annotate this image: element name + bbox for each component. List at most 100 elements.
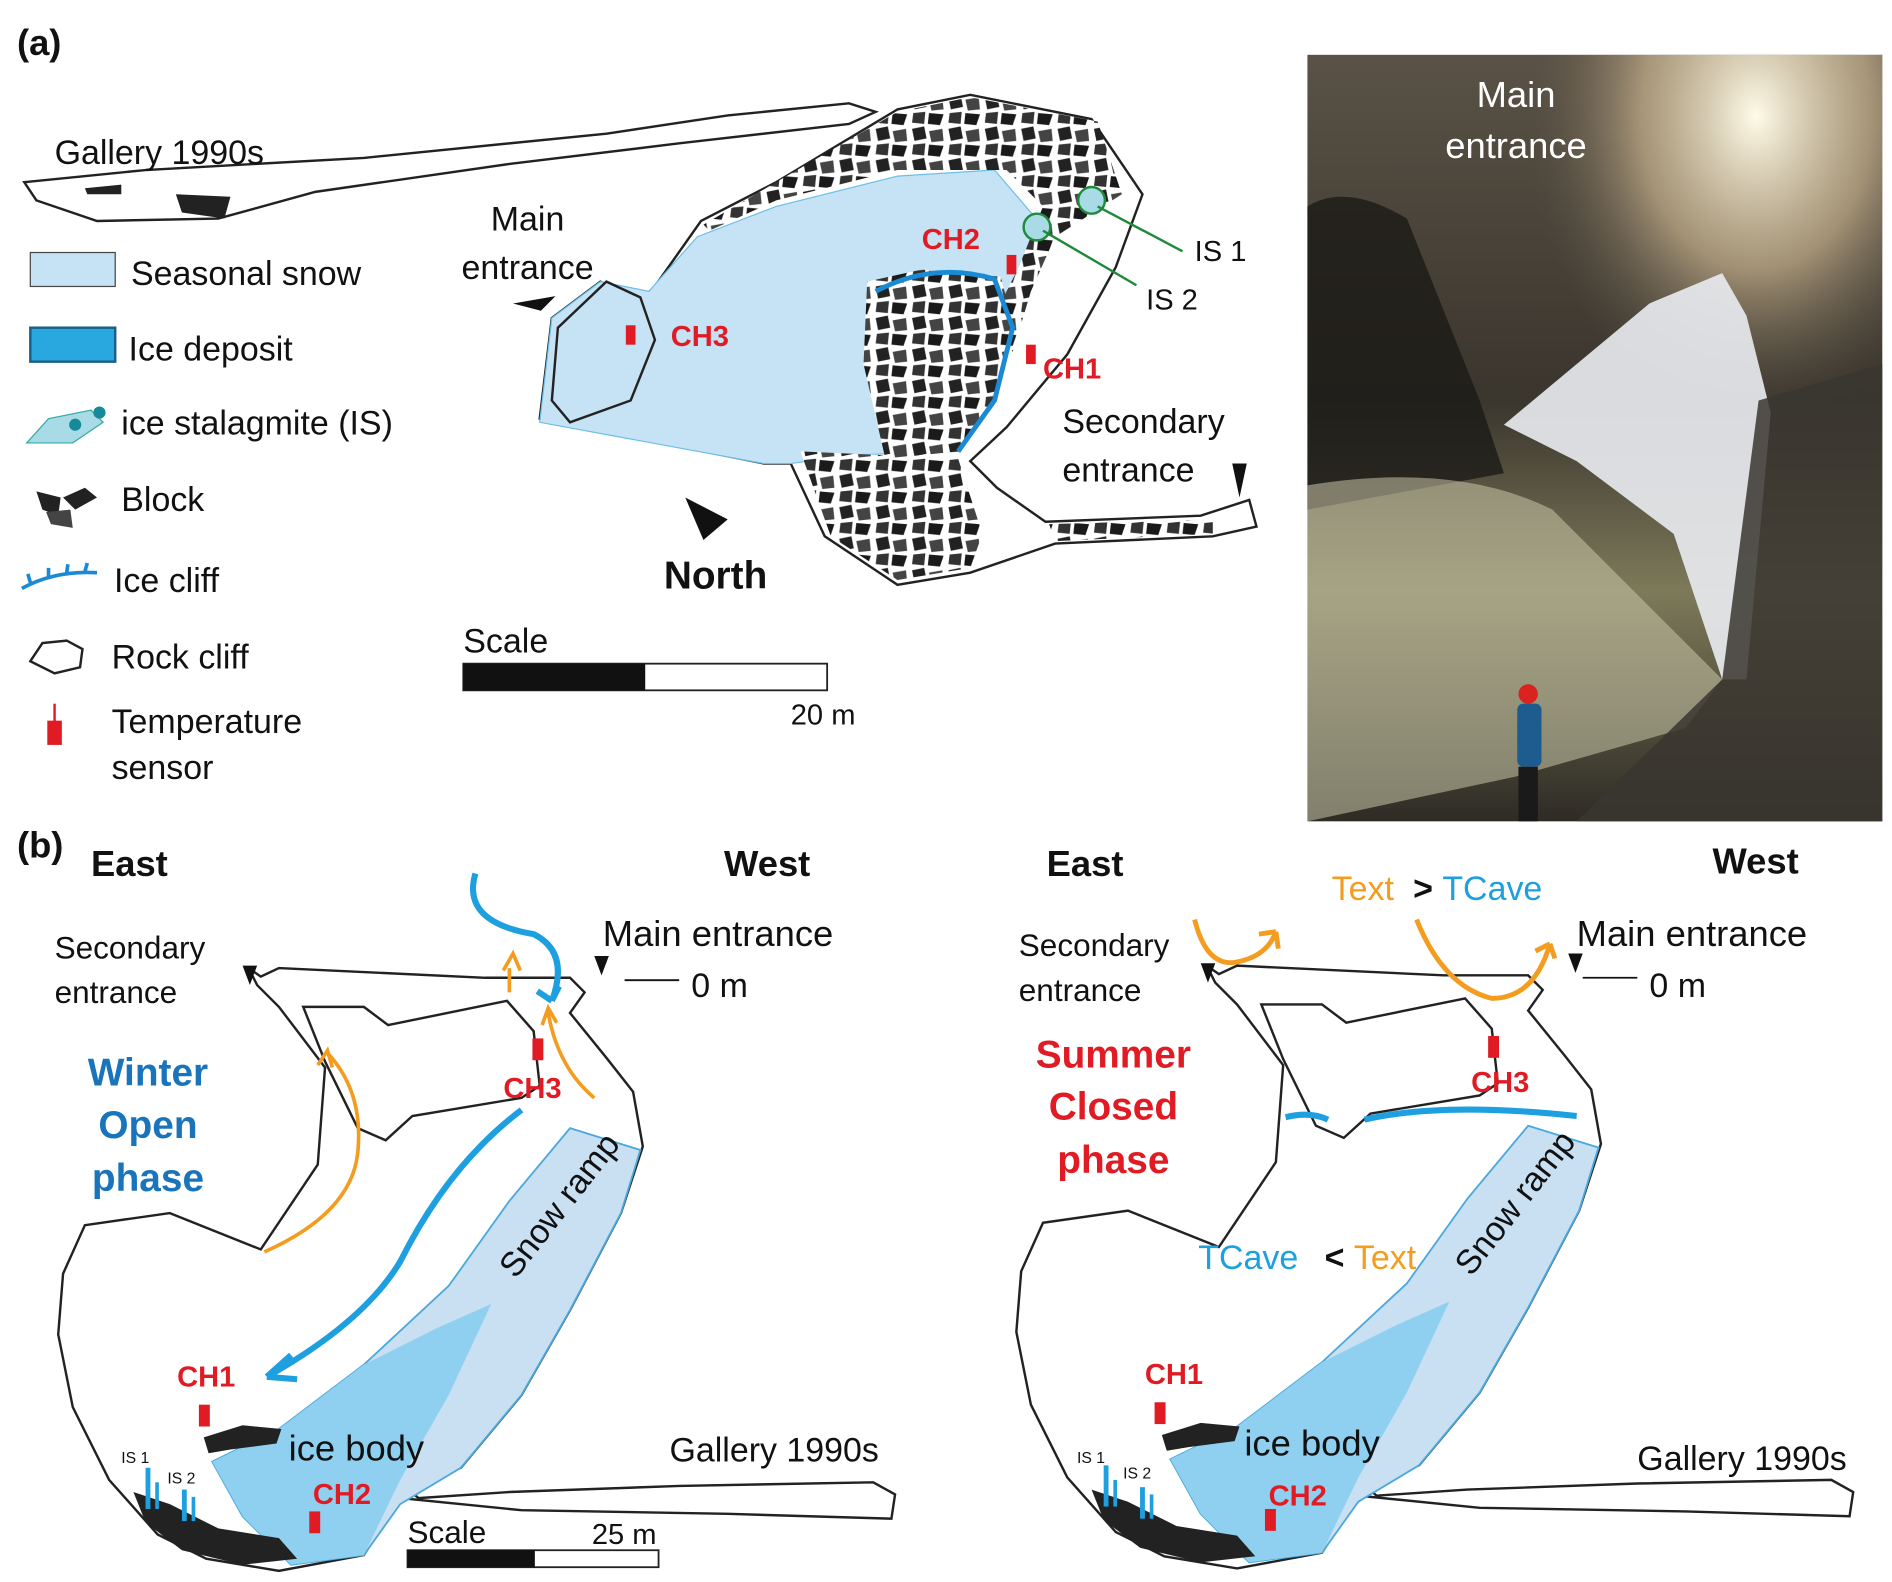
is2-label: IS 2 [1123,1466,1151,1483]
east-label: East [1047,843,1124,884]
main-entrance-arrow [594,955,609,976]
warm-air-arrow [263,949,596,1254]
sensor-label-ch1: CH1 [1043,354,1101,386]
ice-deposit-swatch [29,326,117,363]
block-icon [36,487,98,528]
sensor-label-ch2: CH2 [1269,1480,1327,1512]
sensor-label-ch2: CH2 [922,224,980,256]
text-ext: Text [1354,1239,1417,1277]
is1-label: IS 1 [1195,236,1247,268]
phase-label: Open [98,1104,197,1147]
ice-stalagmite-icon [25,406,106,444]
sensor-label-ch3: CH3 [1471,1067,1529,1099]
main-entrance-arrow [513,296,556,311]
legend-label: Ice deposit [129,330,294,368]
photo-caption: entrance [1445,125,1587,166]
sensor-ch3 [625,325,636,345]
gallery-1990s-label: Gallery 1990s [1637,1440,1846,1478]
scale-bar-filled [463,663,646,691]
main-entrance-label: Main entrance [1577,913,1808,954]
scale-label: Scale [463,623,548,661]
legend-label: sensor [112,749,214,787]
legend-label: Block [121,481,205,519]
sensor-ch2 [309,1511,321,1534]
legend-label: Ice cliff [114,562,220,600]
temperature-relation-mid: TCave < Text [1198,1239,1416,1277]
ice-stalagmite-is2 [1022,212,1052,242]
secondary-entrance-arrow [1200,963,1216,983]
panel-b-label: (b) [17,825,63,866]
sensor-label-ch1: CH1 [177,1361,235,1393]
sensor-label-ch1: CH1 [1145,1359,1203,1391]
main-entrance-label: entrance [462,249,594,287]
legend: Seasonal snow Ice deposit ice stalagmite… [20,251,393,787]
secondary-entrance-label: Secondary [55,929,206,965]
sensor-label-ch3: CH3 [671,321,729,353]
north-arrow-icon [685,497,728,540]
cave-map [513,93,1258,587]
sensor-ch2 [1264,1508,1276,1531]
summer-cave-section [1015,918,1855,1570]
main-entrance-label: Main [491,201,565,239]
warm-air-arrow [1192,918,1558,1001]
sensor-ch1 [1026,344,1036,365]
gallery-1990s-label: Gallery 1990s [55,134,264,172]
secondary-entrance-label: entrance [55,974,178,1010]
relation-operator: > [1413,870,1433,908]
legend-label: Rock cliff [112,639,250,677]
scale-bar-filled [407,1550,535,1568]
relation-operator: < [1325,1239,1345,1277]
legend-label: Seasonal snow [131,255,362,293]
gallery-blocks [84,184,231,219]
scale-value: 20 m [791,699,856,731]
depth-label: 0 m [1649,967,1706,1005]
ice-stalagmites [1103,1465,1154,1519]
main-entrance-label: Main entrance [603,913,834,954]
depth-label: 0 m [691,967,748,1005]
temperature-sensor-icon [47,703,62,745]
ice-body-label: ice body [289,1427,425,1468]
secondary-entrance-label: entrance [1062,452,1194,490]
temperature-relation-top: Text > TCave [1332,870,1543,908]
photo-caption: Main [1477,74,1556,115]
sensor-ch1 [198,1404,210,1427]
sensor-label-ch3: CH3 [503,1073,561,1105]
is-arrows [1042,205,1184,287]
sensor-ch2 [1006,254,1017,275]
phase-label: Winter [88,1052,208,1095]
legend-label: Temperature [112,703,303,741]
phase-label: Closed [1049,1086,1178,1129]
cold-air-layer [1284,1106,1577,1123]
is1-label: IS 1 [121,1450,149,1467]
main-entrance-arrow [1568,953,1583,973]
sensor-label-ch2: CH2 [313,1479,371,1511]
phase-label: Summer [1036,1034,1191,1077]
cave-photo [1307,54,1883,822]
cold-air-arrow [264,872,562,1383]
ice-stalagmites [145,1467,196,1522]
gallery-1990s-outline [22,102,880,223]
scale-label: Scale [408,1514,487,1550]
ice-stalagmite-is1 [1076,185,1107,215]
scale-value: 25 m [592,1519,657,1551]
secondary-entrance-label: Secondary [1019,927,1170,963]
panel-a-label: (a) [17,22,61,63]
ice-body-label: ice body [1244,1423,1380,1464]
north-label: North [664,554,767,597]
secondary-entrance-label: entrance [1019,972,1142,1008]
sensor-ch3 [532,1038,544,1061]
is2-label: IS 2 [167,1471,195,1488]
sensor-ch1 [1154,1402,1166,1425]
secondary-entrance-arrow [242,965,258,986]
east-label: East [91,843,168,884]
west-label: West [724,843,810,884]
ice-cliff-icon [20,562,98,591]
phase-label: phase [92,1157,204,1200]
rock-cliff-main-entrance [550,280,657,424]
legend-label: ice stalagmite (IS) [121,404,393,442]
secondary-entrance-label: Secondary [1062,403,1224,441]
west-label: West [1713,840,1799,881]
block-field [703,97,1213,580]
text-ext: Text [1332,870,1395,908]
